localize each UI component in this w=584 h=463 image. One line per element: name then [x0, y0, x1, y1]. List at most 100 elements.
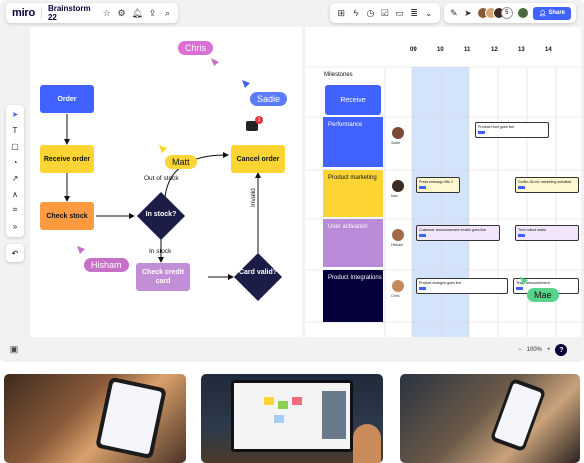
cursor-tag-matt: Matt	[165, 155, 197, 169]
more-icon[interactable]: »	[12, 221, 18, 231]
column-header: 11	[464, 47, 471, 53]
monitor-screen	[234, 383, 350, 449]
frame-icon[interactable]: ⌗	[12, 205, 18, 214]
timeline-card[interactable]: Product Hunt goes live	[475, 122, 549, 138]
avatar[interactable]	[392, 280, 404, 292]
cursor-pointer-icon	[520, 277, 528, 285]
cursor-pointer-icon	[242, 80, 250, 88]
timeline-card-text: Product Hunt goes live	[478, 125, 515, 129]
board-title[interactable]: Brainstorm 22	[47, 4, 91, 22]
zoom-level[interactable]: 100%	[526, 347, 542, 353]
grid-icon[interactable]: ⊞	[337, 7, 346, 18]
share-bar: ✎ ➤ 5 👤︎Share	[444, 3, 576, 23]
sticky-icon[interactable]: ▢	[11, 141, 19, 151]
undo-button[interactable]: ↶	[6, 244, 24, 262]
tag-badge	[518, 234, 525, 237]
zoom-controls: − 100% + ?	[518, 343, 580, 357]
swimlane-label: User activation	[328, 224, 368, 230]
cursor-tag-sadie: Sadie	[250, 92, 288, 106]
decision-label: Card valid?	[238, 269, 278, 276]
milestone-card[interactable]: Receive	[325, 85, 381, 115]
flow-node-cancel-order[interactable]: Cancel order	[231, 145, 285, 173]
timeline-card[interactable]: Product changes goes live	[416, 278, 508, 294]
sticky-note	[292, 397, 302, 405]
flow-node-order[interactable]: Order	[40, 85, 94, 113]
notes-icon[interactable]: ≣	[410, 7, 418, 18]
miro-logo[interactable]: miro	[12, 7, 36, 19]
tag-badge	[516, 287, 523, 290]
swimlane-header[interactable]: Product marketing	[323, 170, 383, 217]
timeline-card-text: Product changes goes live	[419, 281, 462, 285]
cursor-tag-chris: Chris	[178, 41, 214, 55]
swimlane-label: Performance	[328, 122, 363, 128]
cursor-icon[interactable]: ➤	[11, 109, 19, 119]
bolt-icon[interactable]: ϟ	[353, 8, 359, 18]
tablet-image	[95, 376, 167, 460]
frames-panel-button[interactable]: ▣	[8, 343, 20, 355]
search-icon[interactable]: ⌕	[165, 7, 171, 18]
star-icon[interactable]: ☆	[102, 7, 111, 18]
undo-icon: ↶	[11, 248, 19, 258]
column-header: 10	[437, 47, 444, 53]
collaborator-avatars[interactable]: 5	[476, 7, 513, 19]
swimlane-header[interactable]: Product Integrations	[323, 270, 383, 322]
zoom-in-button[interactable]: +	[546, 347, 551, 353]
comment-icon[interactable]	[246, 121, 258, 131]
pen-icon[interactable]: ↗	[11, 173, 19, 183]
timer-icon[interactable]: ◷	[366, 7, 375, 18]
reactions-icon[interactable]: ✎	[450, 7, 458, 18]
present-icon[interactable]: ▭	[395, 7, 404, 18]
bell-icon[interactable]: 🔔︎	[131, 7, 143, 18]
tag-badge	[478, 131, 485, 134]
board-header: miro Brainstorm 22 ☆ ⚙ 🔔︎ ⇪ ⌕	[6, 3, 178, 23]
monitor-image	[231, 380, 353, 452]
share-button[interactable]: 👤︎Share	[532, 6, 571, 20]
settings-icon[interactable]: ⚙	[117, 7, 126, 18]
current-user-avatar[interactable]	[516, 7, 529, 19]
divider	[41, 7, 42, 19]
help-button[interactable]: ?	[555, 344, 568, 356]
text-icon[interactable]: T	[12, 125, 18, 135]
avatar[interactable]	[392, 127, 404, 139]
cursor-icon[interactable]: ➤	[464, 7, 472, 18]
tablet-screen	[99, 381, 163, 455]
timeline-card-text: Go/No-Go for marketing activities	[518, 180, 572, 184]
avatar[interactable]	[392, 180, 404, 192]
cursor-pointer-icon	[159, 145, 167, 153]
decision-label: In stock?	[145, 211, 177, 218]
tag-badge	[419, 186, 426, 189]
timeline-card[interactable]: Go/No-Go for marketing activities	[515, 177, 579, 193]
flow-node-check-stock[interactable]: Check stock	[40, 202, 94, 230]
timeline-card-text: Tech rollout starts	[518, 228, 547, 232]
shapes-icon[interactable]: ◔	[12, 157, 18, 167]
sticky-note	[264, 397, 274, 405]
column-header: 09	[410, 47, 417, 53]
connector-icon[interactable]: ∧	[12, 189, 18, 199]
comment-count-badge: 1	[255, 116, 263, 124]
timeline-card[interactable]: Customer announcement emails goes live	[416, 225, 500, 241]
timeline-card-text: Team announcement	[516, 281, 550, 285]
tag-badge	[419, 234, 426, 237]
photo-video-call	[201, 374, 383, 463]
swimlane-label: Product marketing	[328, 175, 377, 181]
swimlane-header[interactable]: User activation	[323, 219, 383, 267]
flow-node-receive-order[interactable]: Receive order	[40, 145, 94, 173]
video-tiles	[322, 391, 346, 439]
chevron-down-icon[interactable]: ⌄	[424, 7, 433, 18]
timeline-card[interactable]: Tech rollout starts	[515, 225, 579, 241]
avatar[interactable]	[392, 229, 404, 241]
flow-node-check-credit-card[interactable]: Check credit card	[136, 263, 190, 291]
edge-label-out-of-stock: Out of stock	[144, 175, 179, 182]
upload-icon[interactable]: ⇪	[148, 7, 157, 18]
swimlane-header[interactable]: Performance	[323, 117, 383, 167]
share-label: Share	[548, 10, 565, 16]
phone-screen	[493, 382, 543, 448]
check-icon[interactable]: ☑	[380, 7, 389, 18]
collaborator-count[interactable]: 5	[500, 7, 513, 19]
timeline-card[interactable]: Press embargo lifts !!	[416, 177, 460, 193]
zoom-out-button[interactable]: −	[518, 347, 522, 353]
phone-image	[489, 377, 547, 453]
flowchart-frame[interactable]: Order Receive order Check stock Cancel o…	[30, 27, 302, 337]
panel-icon: ▣	[9, 343, 19, 354]
